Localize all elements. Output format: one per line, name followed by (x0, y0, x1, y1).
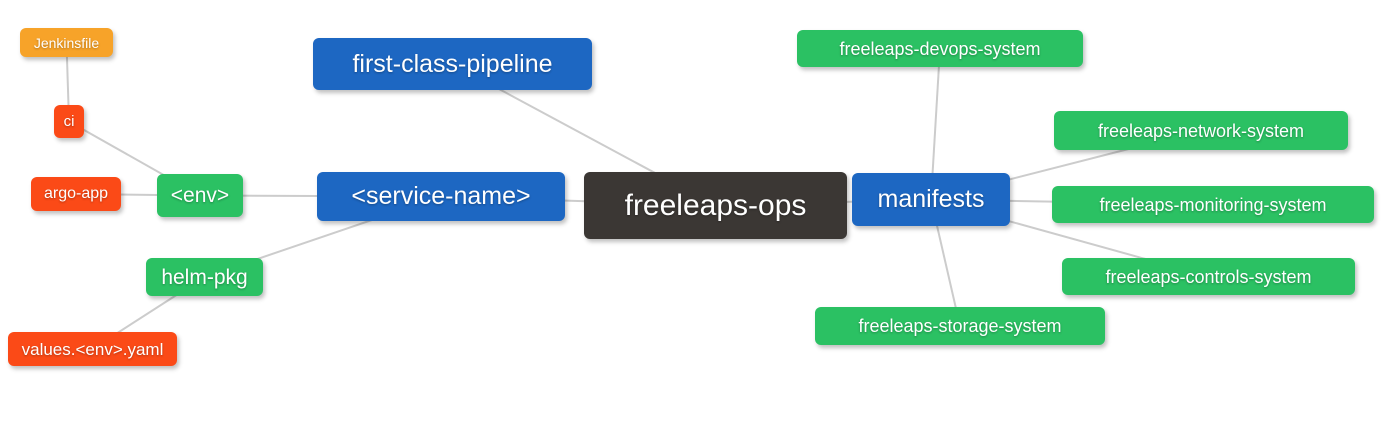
node-devops[interactable]: freeleaps-devops-system (797, 30, 1083, 67)
node-argo-app[interactable]: argo-app (31, 177, 121, 211)
node-controls[interactable]: freeleaps-controls-system (1062, 258, 1355, 295)
node-monitoring[interactable]: freeleaps-monitoring-system (1052, 186, 1374, 223)
node-manifests[interactable]: manifests (852, 173, 1010, 226)
node-storage[interactable]: freeleaps-storage-system (815, 307, 1105, 345)
node-jenkinsfile[interactable]: Jenkinsfile (20, 28, 113, 57)
node-ops[interactable]: freeleaps-ops (584, 172, 847, 239)
node-ci[interactable]: ci (54, 105, 84, 138)
node-helm-pkg[interactable]: helm-pkg (146, 258, 263, 296)
node-env[interactable]: <env> (157, 174, 243, 217)
node-network[interactable]: freeleaps-network-system (1054, 111, 1348, 150)
node-service[interactable]: <service-name> (317, 172, 565, 221)
node-pipeline[interactable]: first-class-pipeline (313, 38, 592, 90)
node-values[interactable]: values.<env>.yaml (8, 332, 177, 366)
